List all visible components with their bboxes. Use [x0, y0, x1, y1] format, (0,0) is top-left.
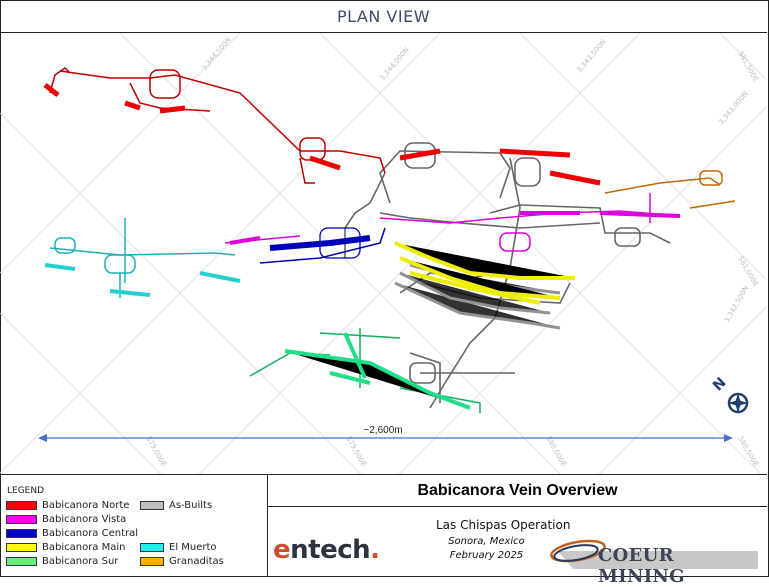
date: February 2025: [449, 550, 524, 561]
legend-item-el-muerto: El Muerto: [140, 542, 217, 553]
coeur-mining-wordmark: COEUR MINING: [598, 545, 685, 587]
page-title: PLAN VIEW: [0, 0, 767, 33]
babicanora-norte-stopes: [43, 83, 601, 186]
legend-item-granaditas: Granaditas: [140, 556, 224, 567]
el-muerto-stopes: [44, 263, 241, 297]
legend-item-babicanora-main: Babicanora Main: [6, 542, 126, 553]
coeur-swoosh-icon: [550, 539, 758, 569]
babicanora-main-stopes: [394, 241, 575, 305]
entech-logo: entech.: [273, 535, 380, 565]
grid-label: 3,343,500N: [575, 38, 607, 74]
grid-label: 3,344,500N: [200, 36, 232, 72]
coeur-mining-logo: COEUR MINING: [548, 537, 763, 587]
grid-label: 581,000E: [736, 255, 760, 288]
legend-item-babicanora-sur: Babicanora Sur: [6, 556, 118, 567]
babicanora-vista-workings: [224, 193, 681, 252]
grid-label: 579,000E: [144, 435, 168, 468]
north-arrow-icon: N: [710, 375, 749, 414]
legend-item-babicanora-vista: Babicanora Vista: [6, 514, 126, 525]
babicanora-sur-stopes: [284, 332, 471, 410]
location: Sonora, Mexico: [448, 536, 525, 547]
legend-item-babicanora-central: Babicanora Central: [6, 528, 138, 539]
grid-label: 3,344,000N: [378, 46, 410, 82]
operation-name: Las Chispas Operation: [436, 518, 571, 532]
coordinate-grid: [0, 32, 768, 481]
figure-title: Babicanora Vein Overview: [268, 475, 767, 507]
legend: LEGEND Babicanora Norte Babicanora Vista…: [0, 475, 268, 576]
grid-label: 579,500E: [344, 435, 368, 468]
legend-title: LEGEND: [7, 486, 45, 496]
location-date: Sonora, Mexico February 2025: [434, 535, 539, 563]
footer-panel: LEGEND Babicanora Norte Babicanora Vista…: [0, 474, 767, 587]
title-block: Babicanora Vein Overview Las Chispas Ope…: [268, 475, 767, 587]
granaditas-workings: [604, 170, 736, 209]
el-muerto-workings: [49, 218, 236, 298]
grid-label: 580,000E: [544, 435, 568, 468]
plan-view-map: 3,344,500N 3,344,000N 3,343,500N 581,500…: [0, 32, 768, 481]
legend-item-babicanora-norte: Babicanora Norte: [6, 500, 129, 511]
grid-label: 581,500E: [736, 50, 760, 83]
map-canvas: 3,344,500N 3,344,000N 3,343,500N 581,500…: [0, 32, 768, 481]
grid-label: 3,343,000N: [717, 90, 749, 126]
svg-text:N: N: [710, 375, 730, 395]
legend-item-as-builts: As-Builts: [140, 500, 212, 511]
grid-label: 3,342,500N: [723, 285, 750, 324]
babicanora-central-workings: [259, 227, 386, 264]
grid-label: 580,500E: [736, 435, 760, 468]
scale-bar: ~2,600m: [38, 425, 733, 442]
babicanora-vista-stopes: [229, 211, 681, 245]
scale-label: ~2,600m: [363, 425, 402, 436]
